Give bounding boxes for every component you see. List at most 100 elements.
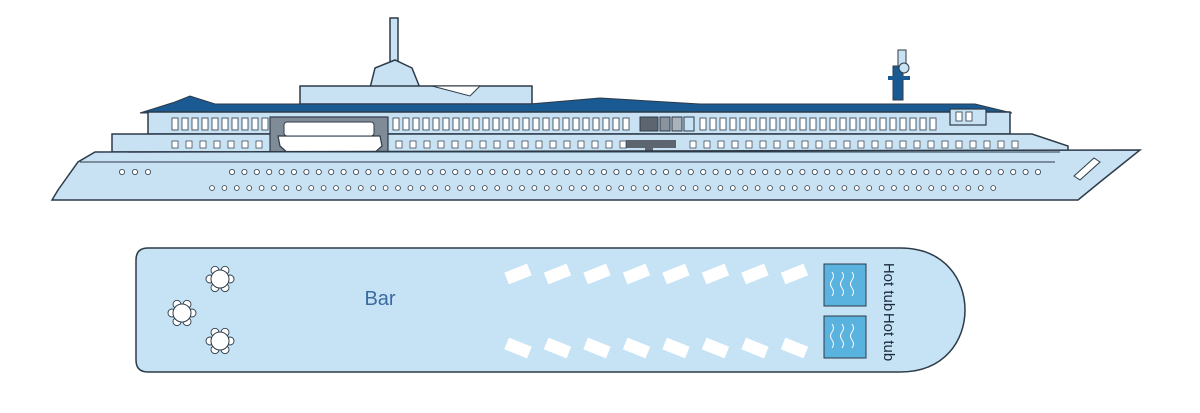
window <box>507 140 515 149</box>
window <box>689 140 697 149</box>
porthole <box>965 185 972 191</box>
window <box>955 140 963 149</box>
lounger-icon <box>622 337 651 359</box>
porthole <box>489 168 496 175</box>
window <box>955 111 963 122</box>
porthole <box>948 168 955 175</box>
window <box>605 140 613 149</box>
bow-anchor <box>1073 157 1101 181</box>
porthole <box>700 168 707 175</box>
porthole <box>1035 168 1042 175</box>
window <box>729 117 737 131</box>
lounger-icon <box>701 263 730 285</box>
porthole <box>494 185 501 191</box>
window <box>885 140 893 149</box>
window <box>442 117 450 131</box>
window <box>227 140 235 149</box>
porthole <box>824 168 831 175</box>
radar-mast-icon <box>888 49 910 101</box>
porthole <box>345 185 352 191</box>
porthole <box>762 168 769 175</box>
window <box>591 140 599 149</box>
porthole <box>935 168 942 175</box>
porthole <box>680 185 686 191</box>
window <box>423 140 431 149</box>
window <box>482 117 490 131</box>
window <box>535 140 543 149</box>
window <box>211 117 219 131</box>
porthole <box>742 185 748 191</box>
porthole <box>588 168 595 175</box>
porthole <box>841 185 848 191</box>
porthole <box>873 168 880 175</box>
window <box>759 140 767 149</box>
antenna-mast <box>369 17 422 89</box>
window <box>859 117 867 131</box>
porthole <box>581 185 587 191</box>
porthole <box>903 185 910 191</box>
porthole <box>328 168 335 175</box>
window <box>889 117 897 131</box>
lounger-icon <box>741 337 769 359</box>
porthole <box>799 168 806 175</box>
window <box>913 140 921 149</box>
window <box>409 140 417 149</box>
window <box>801 140 809 149</box>
window <box>829 117 837 131</box>
hot-tub-label: Hot tub <box>880 313 897 361</box>
porthole <box>283 185 290 191</box>
porthole <box>241 168 248 175</box>
central-dark-windows <box>626 116 695 158</box>
window <box>709 117 717 131</box>
porthole <box>464 168 471 175</box>
hull <box>50 149 1143 201</box>
porthole <box>144 168 151 175</box>
deck-plan: Bar Hot tub Hot tub <box>135 247 966 373</box>
window <box>512 117 520 131</box>
window <box>871 140 879 149</box>
window <box>815 140 823 149</box>
porthole <box>365 168 372 175</box>
porthole <box>295 185 302 191</box>
window <box>869 117 877 131</box>
window <box>402 117 410 131</box>
bridge-block <box>299 85 533 105</box>
window <box>819 117 827 131</box>
porthole <box>853 185 860 191</box>
window <box>789 117 797 131</box>
window <box>392 117 400 131</box>
porthole <box>985 168 992 175</box>
window <box>779 117 787 131</box>
window <box>479 140 487 149</box>
window <box>1011 140 1019 149</box>
window <box>745 140 753 149</box>
window <box>465 140 473 149</box>
porthole <box>712 168 719 175</box>
window <box>552 117 560 131</box>
window <box>231 117 239 131</box>
upper-deck-roof <box>139 95 1013 114</box>
porthole <box>333 185 339 191</box>
window <box>857 140 865 149</box>
porthole <box>836 168 843 175</box>
window <box>171 140 179 149</box>
window <box>432 117 440 131</box>
porthole <box>568 185 575 191</box>
window <box>879 117 887 131</box>
porthole <box>791 185 798 191</box>
porthole <box>514 168 521 175</box>
porthole <box>315 168 322 175</box>
porthole <box>119 168 126 175</box>
porthole <box>419 185 426 191</box>
window <box>699 117 707 131</box>
porthole <box>655 185 662 191</box>
window <box>542 117 550 131</box>
window <box>965 111 973 122</box>
window <box>941 140 949 149</box>
window <box>171 117 179 131</box>
window <box>809 117 817 131</box>
sun-loungers-top <box>504 263 809 285</box>
window <box>452 117 460 131</box>
porthole <box>886 168 893 175</box>
